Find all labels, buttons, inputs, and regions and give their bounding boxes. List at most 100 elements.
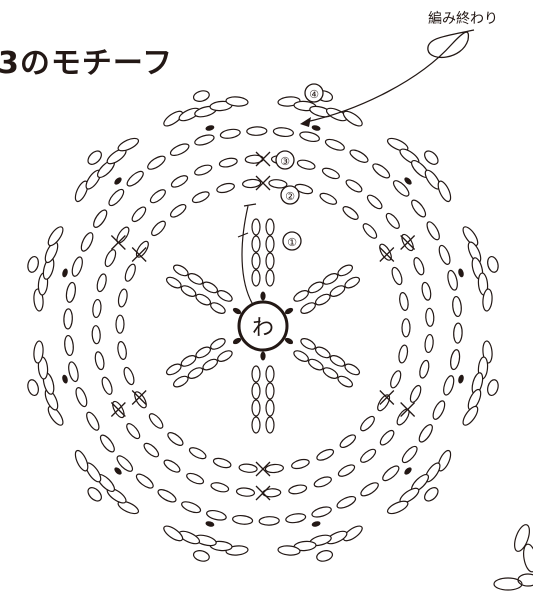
chain-stitch-103 bbox=[359, 447, 378, 465]
chain-stitch-65 bbox=[375, 393, 391, 412]
chain-stitch-72 bbox=[212, 457, 232, 470]
chain-stitch-109 bbox=[210, 481, 229, 493]
chain-stitch-40 bbox=[209, 336, 227, 351]
chain-stitch-23 bbox=[307, 357, 325, 372]
chain-stitch-80 bbox=[117, 288, 128, 307]
chain-stitch-152 bbox=[206, 509, 227, 522]
chain-stitch-158 bbox=[84, 410, 101, 432]
chain-stitch-31 bbox=[252, 366, 260, 382]
slip-stitch-8 bbox=[260, 292, 265, 301]
adjacent-motif-fragment bbox=[494, 523, 533, 590]
chain-stitch-261 bbox=[116, 136, 140, 153]
chain-stitch-20 bbox=[329, 353, 347, 368]
chain-stitch-138 bbox=[452, 296, 462, 317]
chain-stitch-0 bbox=[252, 270, 260, 286]
chain-stitch-130 bbox=[324, 137, 346, 152]
chain-stitch-150 bbox=[259, 516, 279, 525]
chain-stitch-29 bbox=[266, 400, 274, 416]
chain-stitch-85 bbox=[191, 190, 211, 205]
chain-stitch-92 bbox=[365, 193, 384, 211]
chain-stitch-13 bbox=[299, 301, 317, 316]
slip-stitch-186 bbox=[311, 124, 321, 131]
slip-stitch-263 bbox=[205, 124, 215, 131]
chain-stitch-151 bbox=[232, 515, 253, 525]
chain-stitch-134 bbox=[409, 198, 428, 219]
chain-stitch-227 bbox=[316, 549, 334, 563]
slip-stitch-207 bbox=[457, 374, 464, 384]
chain-stitch-43 bbox=[165, 362, 183, 377]
chain-stitch-90 bbox=[321, 166, 341, 181]
chain-stitch-213 bbox=[486, 379, 500, 397]
chain-stitch-126 bbox=[219, 157, 238, 169]
chain-stitch-67 bbox=[338, 433, 357, 450]
chain-stitch-84 bbox=[169, 202, 188, 219]
chain-stitch-52 bbox=[172, 263, 190, 278]
chain-stitch-11 bbox=[322, 271, 340, 286]
chain-stitch-128 bbox=[273, 127, 294, 137]
chain-stitch-24 bbox=[322, 366, 340, 381]
chain-stitch-137 bbox=[446, 270, 459, 291]
chain-stitch-132 bbox=[371, 161, 392, 180]
chain-stitch-22 bbox=[292, 349, 310, 364]
chain-stitch-146 bbox=[359, 480, 380, 498]
chain-stitch-57 bbox=[341, 204, 360, 221]
chain-stitch-96 bbox=[421, 282, 433, 301]
chain-stitch-66 bbox=[358, 414, 376, 433]
chain-stitch-61 bbox=[398, 292, 409, 311]
chain-stitch-56 bbox=[318, 191, 338, 206]
chain-stitch-234 bbox=[192, 549, 210, 563]
chain-stitch-78 bbox=[117, 341, 128, 360]
chain-stitch-83 bbox=[149, 219, 167, 238]
chain-stitch-50 bbox=[201, 280, 219, 295]
chain-stitch-97 bbox=[425, 308, 434, 326]
chain-stitch-118 bbox=[92, 299, 102, 318]
chain-stitch-162 bbox=[64, 309, 73, 329]
chain-stitch-120 bbox=[103, 248, 118, 268]
chain-stitch-45 bbox=[209, 301, 227, 316]
chain-stitch-106 bbox=[288, 484, 307, 496]
chain-stitch-30 bbox=[266, 417, 274, 433]
chain-stitch-18 bbox=[299, 336, 317, 351]
round-marker-2-label: ② bbox=[285, 190, 295, 203]
chain-stitch-113 bbox=[124, 422, 142, 441]
slip-stitch-235 bbox=[113, 466, 123, 476]
chain-stitch-89 bbox=[296, 159, 315, 171]
chain-stitch-154 bbox=[156, 487, 178, 504]
chain-stitch-145 bbox=[380, 464, 401, 483]
chain-stitch-93 bbox=[384, 211, 402, 230]
chain-stitch-71 bbox=[239, 463, 258, 473]
chain-stitch-100 bbox=[408, 384, 423, 404]
chain-stitch-164 bbox=[70, 256, 84, 278]
chain-stitch-33 bbox=[252, 400, 260, 416]
chain-stitch-141 bbox=[442, 375, 456, 397]
chain-stitch-269 bbox=[192, 89, 210, 103]
chain-stitch-64 bbox=[389, 369, 403, 389]
chain-stitch-139 bbox=[453, 323, 462, 343]
chain-stitch-119 bbox=[96, 273, 108, 292]
chain-stitch-108 bbox=[236, 487, 255, 497]
slip-stitch-35 bbox=[260, 352, 265, 361]
chain-stitch-165 bbox=[79, 231, 95, 253]
chain-stitch-157 bbox=[98, 433, 117, 454]
slip-stitch-193 bbox=[403, 176, 413, 186]
chain-stitch-19 bbox=[314, 345, 332, 360]
chain-stitch-47 bbox=[180, 284, 198, 299]
chain-stitch-117 bbox=[92, 326, 101, 344]
chain-stitch-123 bbox=[148, 187, 167, 205]
chain-stitch-58 bbox=[361, 222, 379, 241]
round-marker-3-label: ③ bbox=[280, 155, 290, 168]
chain-stitch-68 bbox=[315, 447, 335, 462]
chain-stitch-74 bbox=[166, 430, 185, 447]
chain-stitch-70 bbox=[265, 464, 284, 473]
chain-stitch-255 bbox=[26, 255, 40, 273]
chain-stitch-170 bbox=[169, 142, 191, 158]
chain-stitch-62 bbox=[402, 319, 410, 337]
chain-stitch-168 bbox=[125, 169, 146, 188]
chain-stitch-86 bbox=[216, 182, 235, 194]
chain-stitch-36 bbox=[216, 349, 234, 364]
chain-stitch-7 bbox=[266, 219, 274, 235]
chain-stitch-25 bbox=[336, 374, 354, 389]
chain-stitch-63 bbox=[398, 344, 409, 363]
chain-stitch-37 bbox=[201, 357, 219, 372]
chain-stitch-48 bbox=[165, 275, 183, 290]
